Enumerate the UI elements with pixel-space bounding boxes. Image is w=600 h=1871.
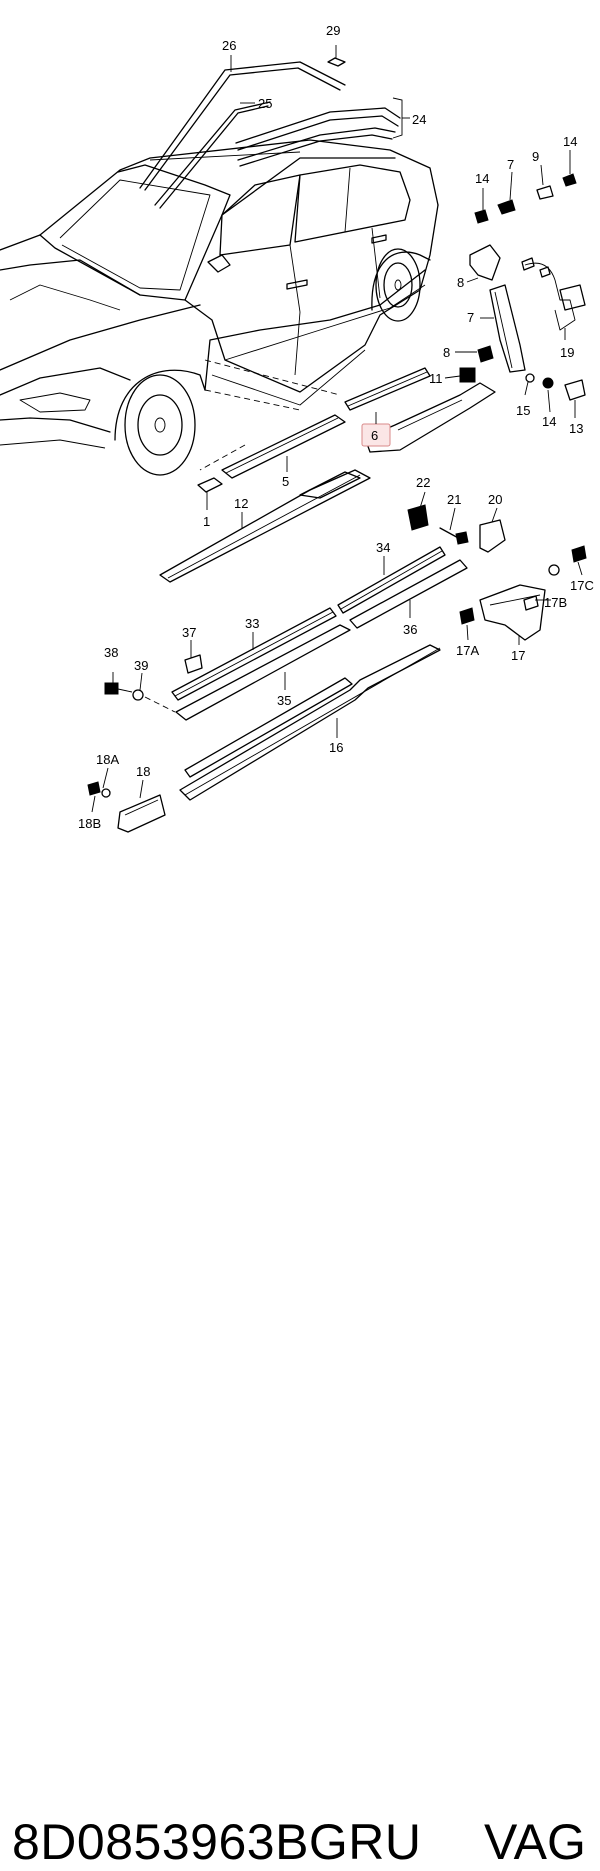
callout-label: 5 xyxy=(282,474,289,489)
callout-label: 18 xyxy=(136,764,150,779)
callout-label: 25 xyxy=(258,96,272,111)
callout-label: 29 xyxy=(326,23,340,38)
car-outline xyxy=(0,139,439,476)
callout-label: 34 xyxy=(376,540,390,555)
callout-label: 26 xyxy=(222,38,236,53)
callout-label: 18B xyxy=(78,816,101,831)
callout-label: 14 xyxy=(542,414,556,429)
callout-label: 35 xyxy=(277,693,291,708)
sill-trims xyxy=(159,173,586,583)
callout-label: 14 xyxy=(475,171,489,186)
roof-mouldings xyxy=(139,45,401,209)
callout-label: 13 xyxy=(569,421,583,436)
callout-label: 17C xyxy=(570,578,594,593)
callout-label: 15 xyxy=(516,403,530,418)
callout-label: 7 xyxy=(467,310,474,325)
lower-parts xyxy=(87,504,587,833)
callout-label: 17 xyxy=(511,648,525,663)
callout-label: 14 xyxy=(563,134,577,149)
callout-label: 21 xyxy=(447,492,461,507)
callout-label: 8 xyxy=(457,275,464,290)
callout-label: 17B xyxy=(544,595,567,610)
callout-label: 39 xyxy=(134,658,148,673)
caption-bar: 8D0853963BGRU VAG xyxy=(0,905,600,1870)
callout-label: 19 xyxy=(560,345,574,360)
callout-label: 12 xyxy=(234,496,248,511)
callout-label: 1 xyxy=(203,514,210,529)
callout-label: 33 xyxy=(245,616,259,631)
callout-label: 20 xyxy=(488,492,502,507)
leader-lines xyxy=(91,55,583,813)
callout-labels: 29 26 25 24 14 7 9 14 8 7 8 11 19 15 14 … xyxy=(78,23,594,831)
part-number: 8D0853963BGRU xyxy=(12,1814,422,1870)
callout-label: 37 xyxy=(182,625,196,640)
callout-label: 24 xyxy=(412,112,426,127)
callout-label: 18A xyxy=(96,752,119,767)
brand-name: VAG xyxy=(484,1814,586,1870)
callout-label: 16 xyxy=(329,740,343,755)
callout-label: 7 xyxy=(507,157,514,172)
callout-label: 6 xyxy=(371,428,378,443)
callout-label: 38 xyxy=(104,645,118,660)
parts-diagram: 29 26 25 24 14 7 9 14 8 7 8 11 19 15 14 … xyxy=(0,23,594,833)
callout-label: 8 xyxy=(443,345,450,360)
callout-label: 17A xyxy=(456,643,479,658)
callout-label: 11 xyxy=(429,371,443,386)
callout-label: 36 xyxy=(403,622,417,637)
callout-label: 9 xyxy=(532,149,539,164)
callout-label: 22 xyxy=(416,475,430,490)
